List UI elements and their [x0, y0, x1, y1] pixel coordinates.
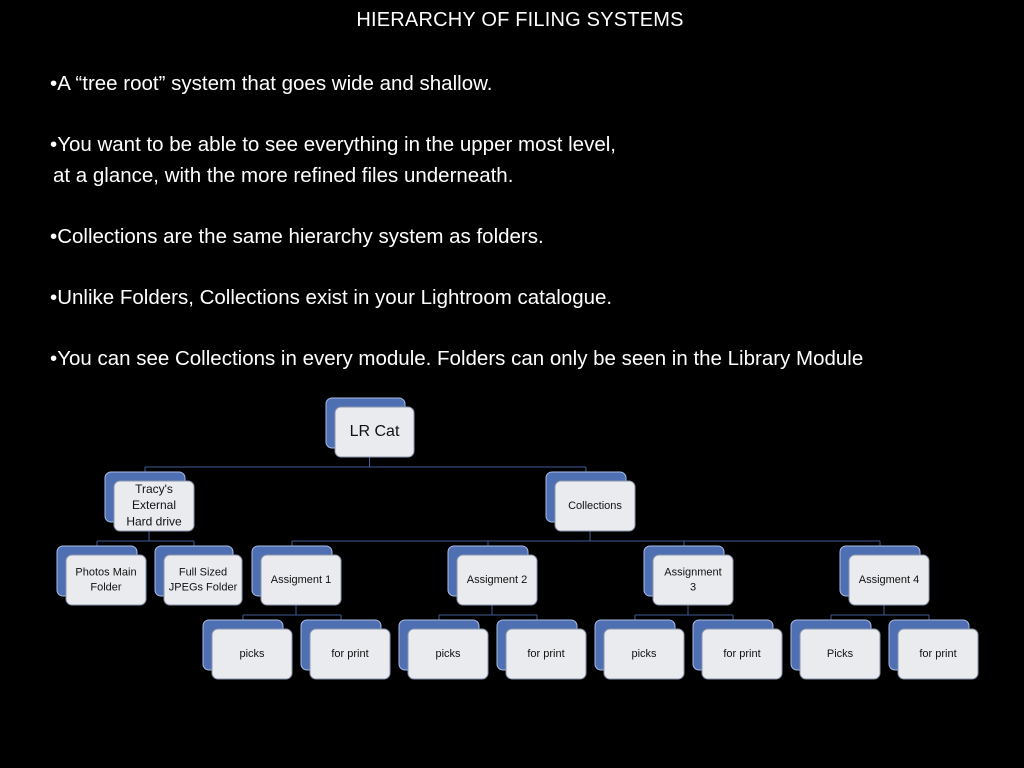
- node-card: [505, 628, 587, 680]
- node-card: [260, 554, 342, 606]
- node-card: [163, 554, 243, 606]
- node-label: picks: [631, 648, 657, 660]
- tree-node-a2-picks: picks: [398, 619, 489, 680]
- tree-node-a1-picks: picks: [202, 619, 293, 680]
- bullet-marker: •: [50, 225, 58, 248]
- node-card: [456, 554, 538, 606]
- node-card: [334, 406, 415, 458]
- node-label: Assigment 4: [859, 574, 920, 586]
- bullet-text: A “tree root” system that goes wide and …: [57, 72, 493, 95]
- node-label: Assignment: [664, 566, 721, 578]
- bullet-marker: •: [50, 133, 58, 156]
- node-label: for print: [919, 648, 956, 660]
- node-label: Collections: [568, 500, 622, 512]
- node-label: 3: [690, 581, 696, 593]
- node-card: [113, 480, 195, 532]
- bullet-item: •Unlike Folders, Collections exist in yo…: [50, 282, 1010, 313]
- tree-node-a4-print: for print: [888, 619, 979, 680]
- node-label: LR Cat: [350, 423, 400, 440]
- bullet-list: •A “tree root” system that goes wide and…: [50, 68, 1010, 404]
- tree-node-a3-print: for print: [692, 619, 783, 680]
- bullet-text-continued: at a glance, with the more refined files…: [53, 164, 514, 187]
- node-label: Full Sized: [179, 566, 227, 578]
- bullet-text: You want to be able to see everything in…: [57, 133, 616, 156]
- node-card: [211, 628, 293, 680]
- node-card: [603, 628, 685, 680]
- node-label: JPEGs Folder: [169, 581, 238, 593]
- node-label: Assigment 2: [467, 574, 528, 586]
- bullet-item: •You can see Collections in every module…: [50, 343, 1010, 374]
- node-label: Assigment 1: [271, 574, 332, 586]
- node-label: for print: [527, 648, 564, 660]
- tree-node-assigment-4: Assigment 4: [839, 545, 930, 606]
- tree-node-a4-picks: Picks: [790, 619, 881, 680]
- node-card: [848, 554, 930, 606]
- node-label: picks: [239, 648, 265, 660]
- bullet-item: •A “tree root” system that goes wide and…: [50, 68, 1010, 99]
- bullet-marker: •: [50, 286, 58, 309]
- node-card: [309, 628, 391, 680]
- node-card: [897, 628, 979, 680]
- tree-node-assigment-1: Assigment 1: [251, 545, 342, 606]
- bullet-text: Unlike Folders, Collections exist in you…: [57, 286, 613, 309]
- node-label: Photos Main: [75, 566, 136, 578]
- slide-title: HIERARCHY OF FILING SYSTEMS: [356, 9, 684, 31]
- node-card: [799, 628, 881, 680]
- node-card: [652, 554, 734, 606]
- tree-node-collections: Collections: [545, 471, 636, 532]
- node-card: [554, 480, 636, 532]
- tree-node-assignment-3: Assignment 3: [643, 545, 734, 606]
- bullet-item: •Collections are the same hierarchy syst…: [50, 221, 1010, 252]
- bullet-text: Collections are the same hierarchy syste…: [57, 225, 544, 248]
- tree-node-lr-cat: LR Cat: [325, 397, 415, 458]
- connector-group: [96, 457, 930, 620]
- bullet-marker: •: [50, 347, 58, 370]
- node-label: Hard drive: [126, 514, 182, 528]
- node-label: Picks: [827, 648, 854, 660]
- node-card: [407, 628, 489, 680]
- bullet-marker: •: [50, 72, 58, 95]
- node-label: for print: [723, 648, 760, 660]
- node-label: Folder: [90, 581, 122, 593]
- node-label: for print: [331, 648, 368, 660]
- node-label: picks: [435, 648, 461, 660]
- node-card: [701, 628, 783, 680]
- tree-node-a1-print: for print: [300, 619, 391, 680]
- tree-node-a2-print: for print: [496, 619, 587, 680]
- node-card: [65, 554, 147, 606]
- bullet-text: You can see Collections in every module.…: [57, 347, 864, 370]
- node-label: External: [132, 498, 176, 512]
- tree-node-assigment-2: Assigment 2: [447, 545, 538, 606]
- tree-node-a3-picks: picks: [594, 619, 685, 680]
- bullet-item: •You want to be able to see everything i…: [50, 129, 1010, 191]
- node-label: Tracy's: [135, 482, 173, 496]
